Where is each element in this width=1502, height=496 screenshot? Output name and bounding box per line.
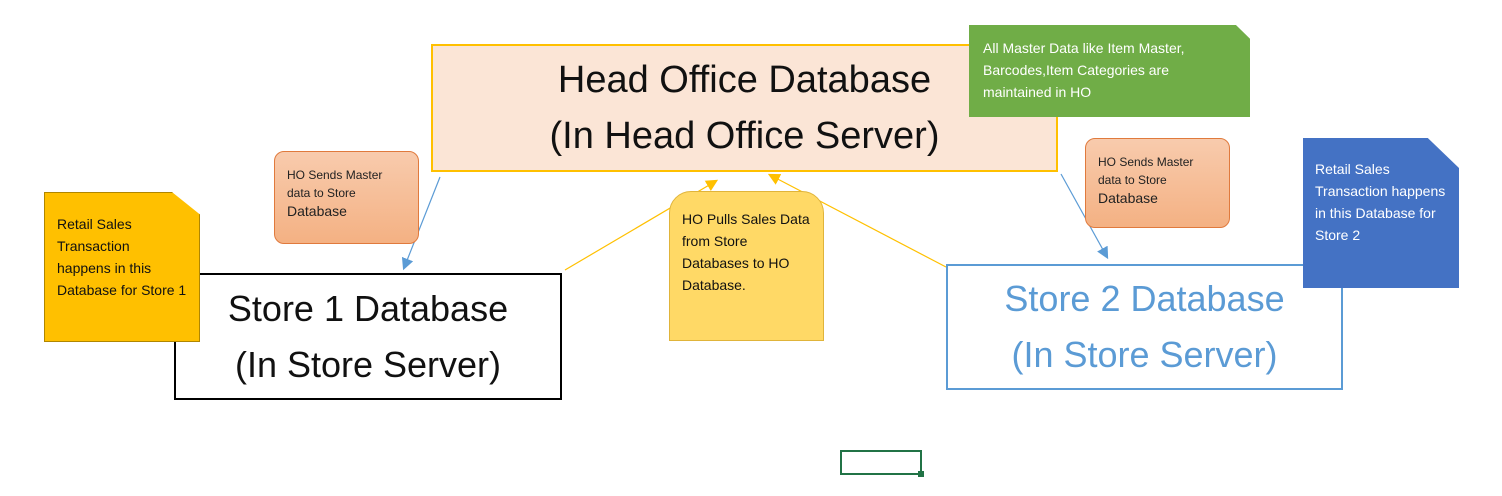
head-office-subtitle: (In Head Office Server) bbox=[549, 115, 940, 157]
note-line: Categories are maintained in HO bbox=[983, 62, 1169, 100]
callout-line: data to Store bbox=[287, 186, 356, 200]
ho-sends-master-callout-left[interactable]: HO Sends Master data to Store Database bbox=[274, 151, 419, 244]
note-line: All Master Data like Item bbox=[983, 40, 1135, 56]
note-line: happens in this bbox=[57, 260, 152, 276]
note-line: Database for bbox=[1355, 205, 1436, 221]
store2-sales-note[interactable]: Retail Sales Transaction happens in this… bbox=[1303, 138, 1459, 288]
note-line: HO Pulls Sales bbox=[682, 211, 777, 227]
callout-line: Database bbox=[1098, 190, 1158, 206]
head-office-database-box[interactable]: Head Office Database (In Head Office Ser… bbox=[431, 44, 1058, 172]
note-line: Transaction bbox=[57, 238, 130, 254]
ho-sends-master-callout-right[interactable]: HO Sends Master data to Store Database bbox=[1085, 138, 1230, 228]
note-line: Databases to bbox=[682, 255, 765, 271]
head-office-title: Head Office Database bbox=[557, 59, 932, 101]
store1-title: Store 1 Database bbox=[227, 287, 509, 329]
note-line: Master, Barcodes,Item bbox=[983, 40, 1185, 78]
ho-pulls-sales-note[interactable]: HO Pulls Sales Data from Store Databases… bbox=[669, 191, 824, 341]
store2-subtitle: (In Store Server) bbox=[1011, 334, 1278, 375]
callout-line: data to Store bbox=[1098, 173, 1167, 187]
arrow-ho-to-store2 bbox=[1060, 173, 1109, 260]
note-line: Data from bbox=[682, 211, 810, 249]
note-line: Database for bbox=[57, 282, 138, 298]
store1-subtitle: (In Store Server) bbox=[234, 343, 502, 385]
note-line: Store 2 bbox=[1315, 227, 1361, 243]
note-line: Transaction bbox=[1315, 183, 1388, 199]
callout-line: HO Sends Master bbox=[287, 168, 383, 182]
store1-database-box[interactable]: Store 1 Database (In Store Server) bbox=[174, 273, 562, 400]
note-line: Retail Sales bbox=[57, 216, 132, 232]
callout-line: Database bbox=[287, 203, 347, 219]
selected-cell[interactable] bbox=[840, 450, 922, 475]
note-line: Retail Sales bbox=[1315, 161, 1390, 177]
store2-title: Store 2 Database bbox=[1004, 278, 1285, 319]
fill-handle[interactable] bbox=[918, 471, 924, 477]
note-line: HO Database. bbox=[682, 255, 790, 293]
arrow-store2-to-ho bbox=[767, 173, 947, 268]
arrow-ho-to-store1 bbox=[401, 176, 441, 271]
store2-database-box[interactable]: Store 2 Database (In Store Server) bbox=[946, 264, 1343, 390]
note-line: Store bbox=[713, 233, 748, 249]
note-line: Store 1 bbox=[141, 282, 187, 298]
master-data-note[interactable]: All Master Data like Item Master, Barcod… bbox=[969, 25, 1250, 117]
note-line: happens in this bbox=[1315, 183, 1446, 221]
store1-sales-note[interactable]: Retail Sales Transaction happens in this… bbox=[44, 192, 200, 342]
callout-line: HO Sends Master bbox=[1098, 155, 1194, 169]
